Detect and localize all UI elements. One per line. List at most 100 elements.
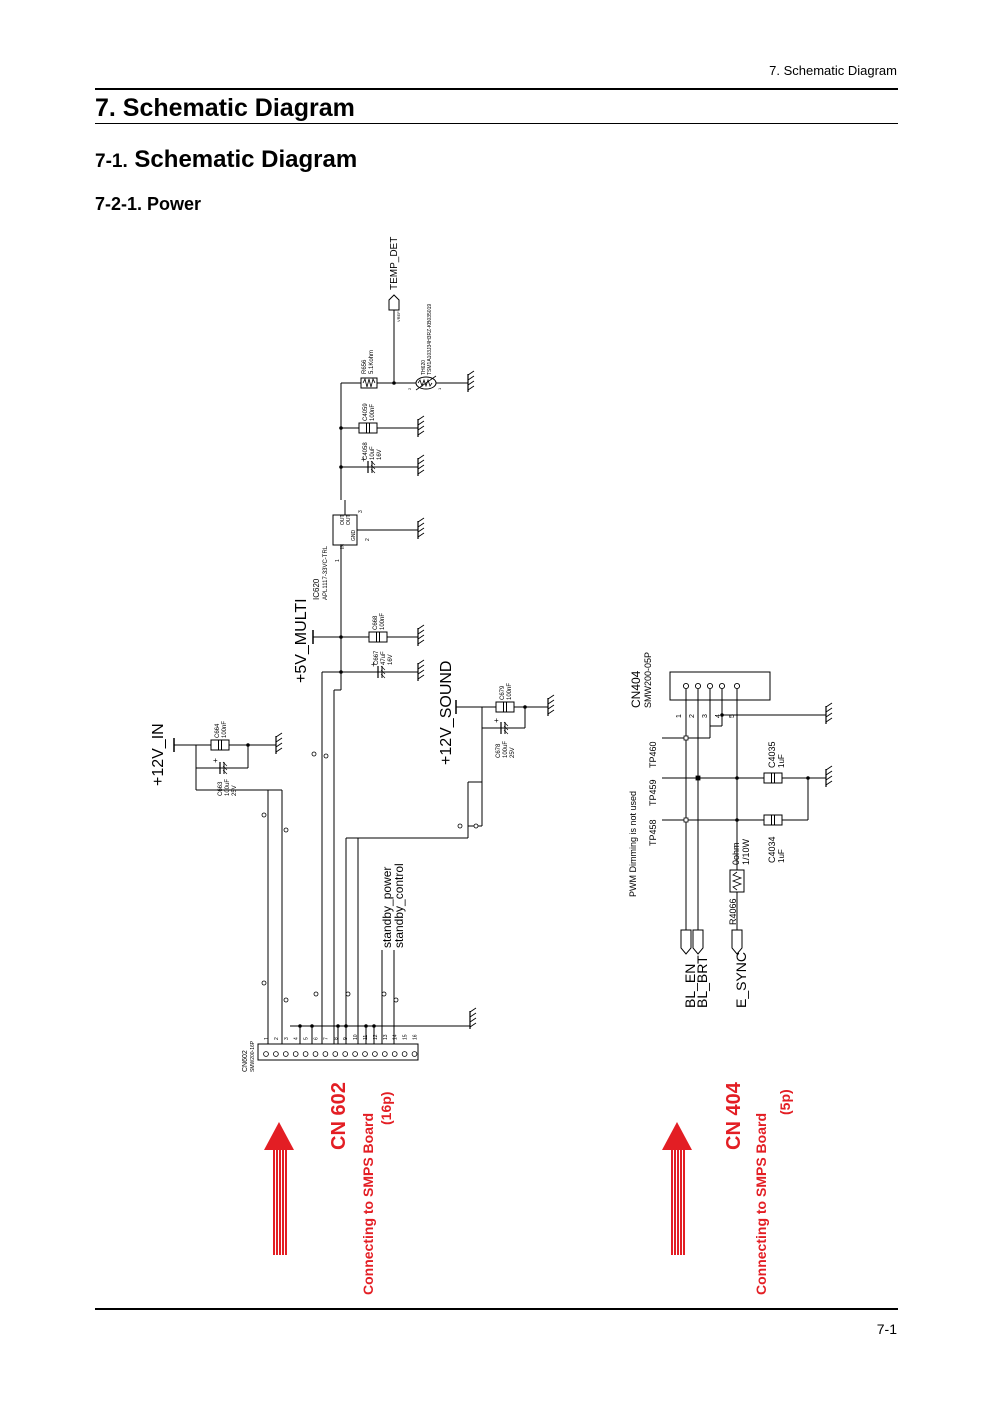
cap-c664: [210, 739, 230, 751]
svg-text:C667: C667: [374, 650, 380, 665]
callout-cn404: CN 404 Connecting to SMPS Board (5p): [723, 1081, 793, 1295]
svg-text:16V: 16V: [377, 449, 383, 460]
svg-text:GND: GND: [351, 530, 357, 542]
cn602-pin: [362, 1051, 368, 1057]
svg-text:SMW200-05P: SMW200-05P: [643, 652, 653, 708]
resistor-r4066: [729, 869, 745, 893]
svg-text:TSM1A103J34H3RZ-KB035019: TSM1A103J34H3RZ-KB035019: [427, 304, 433, 375]
svg-text:C663: C663: [218, 781, 224, 796]
cn602-pin: [411, 1051, 418, 1057]
label-temp-det: TEMP_DET: [389, 237, 400, 290]
cap-c679-label: C679 100nF: [500, 683, 513, 700]
cn602-pin-label: 7: [323, 1037, 329, 1040]
svg-text:Connecting to SMPS Board: Connecting to SMPS Board: [360, 1113, 376, 1295]
net-12v-in: [173, 732, 283, 1000]
cn602-pin-label: 5: [304, 1037, 310, 1040]
svg-text:C4034: C4034: [767, 836, 777, 863]
svg-text:47uF: 47uF: [381, 651, 387, 665]
cap-c4034: [763, 814, 783, 826]
bus-cn602: [267, 1000, 477, 1044]
cap-c4058-label: C4058 10uF 16V: [363, 442, 383, 460]
label-standby-power: standby_power: [380, 867, 394, 948]
cn602-pin-label: 2: [274, 1037, 280, 1040]
svg-text:100uF: 100uF: [225, 779, 231, 796]
svg-text:4: 4: [715, 714, 722, 718]
footer-rule: [95, 1308, 898, 1310]
cn602-pin-label: 12: [373, 1034, 379, 1040]
svg-text:100uF: 100uF: [503, 741, 509, 758]
svg-text:C4059: C4059: [363, 403, 369, 421]
cn602-pin: [302, 1051, 309, 1057]
net-cn404: [662, 689, 833, 955]
jumper-marks: [261, 751, 479, 1003]
svg-text:CN 602: CN 602: [328, 1082, 350, 1150]
svg-text:BL_BRT: BL_BRT: [694, 955, 710, 1008]
svg-text:(16p): (16p): [378, 1092, 394, 1125]
cap-c4059-label: C4059 100nF: [363, 403, 376, 421]
ecap-c678: [493, 715, 509, 735]
cap-c679: [495, 701, 515, 713]
svg-text:(5p): (5p): [777, 1089, 793, 1115]
section-number: 7-1.: [95, 151, 128, 172]
svg-text:3: 3: [358, 510, 364, 513]
cap-c668: [368, 631, 388, 643]
cap-c4034-label: C4034 1uF: [767, 836, 786, 863]
cn602-pin-label: 4: [294, 1037, 300, 1040]
svg-text:CN 404: CN 404: [723, 1081, 745, 1150]
label-5v-multi: +5V_MULTI: [293, 598, 310, 683]
svg-text:R4066: R4066: [728, 898, 738, 925]
page-number: 7-1: [876, 1321, 897, 1337]
svg-text:C678: C678: [496, 743, 502, 758]
svg-text:IN: IN: [340, 544, 346, 549]
cn602-pin: [372, 1051, 378, 1057]
cn602-pin: [282, 1051, 289, 1057]
arrow-cn602: [264, 1122, 294, 1255]
cn602-pin: [322, 1051, 329, 1057]
svg-text:R656: R656: [362, 359, 368, 374]
svg-text:Connecting to SMPS Board: Connecting to SMPS Board: [753, 1113, 769, 1295]
svg-text:100nF: 100nF: [222, 721, 228, 738]
cn602-pin: [332, 1051, 339, 1057]
cn602-pin: [391, 1051, 398, 1057]
tp-labels: TP460 TP459 TP458: [648, 741, 658, 846]
cn602-pin-label: 11: [363, 1035, 369, 1040]
svg-text:100nF: 100nF: [380, 613, 386, 630]
cn602-pin-label: 6: [314, 1037, 320, 1040]
svg-text:C679: C679: [500, 685, 506, 700]
ic-ic620: IN OUT OUT GND 1 2 3: [332, 500, 425, 562]
cn602-pin-label: 8: [333, 1037, 339, 1040]
svg-text:1uF: 1uF: [777, 849, 786, 863]
thermistor-th620-label: TH620 TSM1A103J34H3RZ-KB035019: [421, 304, 433, 375]
label-12v-sound: +12V_SOUND: [438, 661, 455, 766]
label-standby-control: standby_control: [392, 863, 406, 948]
page-title: 7. Schematic Diagram: [95, 94, 355, 122]
svg-text:1uF: 1uF: [777, 754, 786, 768]
svg-text:1: 1: [676, 714, 683, 718]
svg-text:10uF: 10uF: [370, 446, 376, 460]
net-standby: [381, 950, 395, 1000]
svg-text:25V: 25V: [510, 747, 516, 758]
note-pwm: PWM Dimming is not used: [628, 791, 638, 897]
ecap-c663: [212, 755, 228, 775]
cap-c4035-label: C4035 1uF: [767, 741, 786, 768]
svg-text:C4035: C4035: [767, 741, 777, 768]
svg-text:5.1Kohm: 5.1Kohm: [369, 350, 375, 374]
thermistor-th620: 2 1: [407, 375, 442, 391]
svg-text:1: 1: [437, 387, 442, 390]
label-vref: VREF: [396, 311, 401, 322]
cn602-pin: [401, 1051, 408, 1057]
svg-text:2: 2: [365, 538, 371, 541]
cn602-pin-label: 1: [264, 1037, 270, 1040]
cap-c664-label: C664 100nF: [215, 721, 228, 738]
cn602-pin-label: 16: [413, 1034, 419, 1040]
svg-text:5: 5: [729, 714, 736, 718]
svg-text:SMW200-16P: SMW200-16P: [250, 1040, 256, 1072]
resistor-r656: [360, 377, 378, 389]
running-header: 7. Schematic Diagram: [769, 63, 897, 78]
svg-text:IC620: IC620: [312, 578, 321, 600]
resistor-r656-label: R656 5.1Kohm: [362, 350, 375, 374]
ic-ic620-label: IC620 APL1117-33VC-TRL: [312, 545, 329, 600]
cn602-pin: [342, 1051, 349, 1057]
cn602-pin-label: 3: [284, 1037, 290, 1040]
